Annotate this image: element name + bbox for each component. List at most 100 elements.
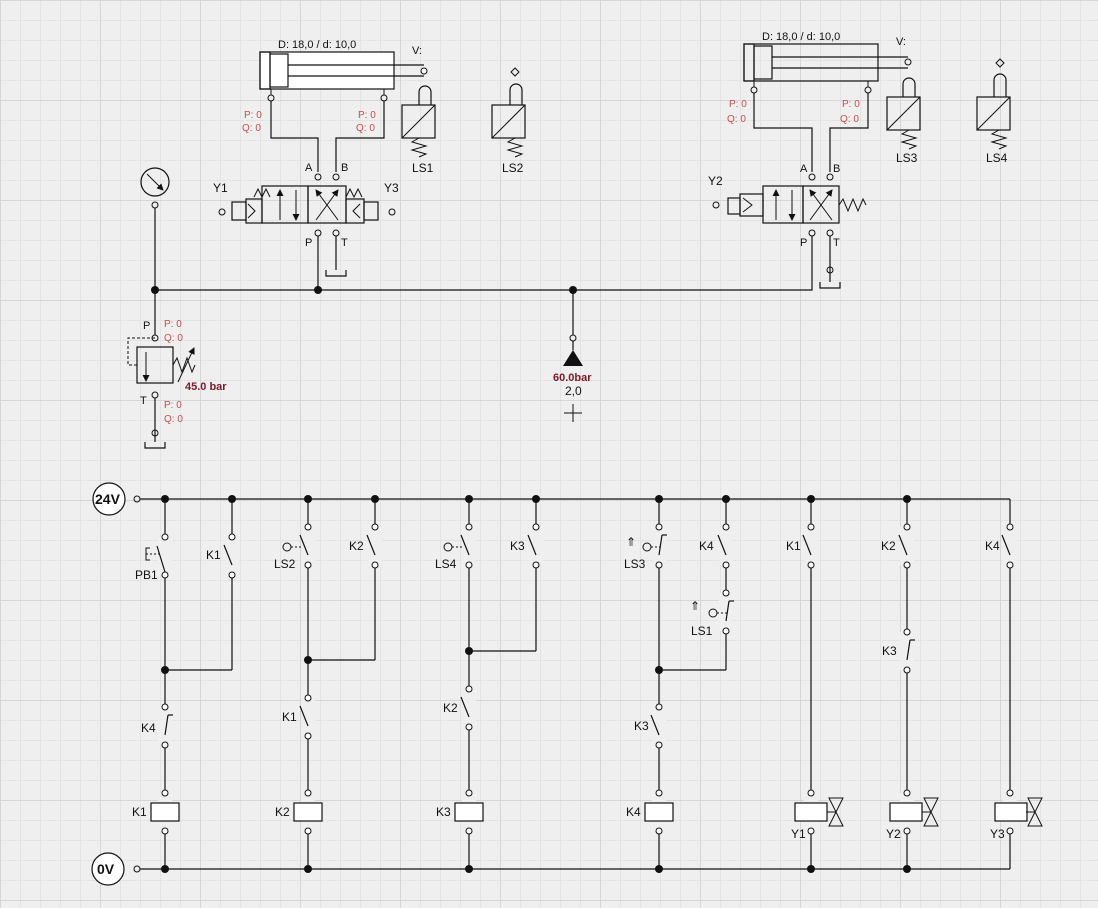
relief-p-out: P: 0 [164,400,182,411]
cylinder-1[interactable]: D: 18,0 / d: 10,0 V: P: 0 Q: 0 P: 0 Q: 0 [242,39,428,134]
relief-p-in: P: 0 [164,319,182,330]
k4-y3-label: K4 [985,539,1000,553]
limit-switch-ls2[interactable]: LS2 [491,67,526,175]
ls3-arrow-icon: ⇑ [626,535,636,549]
contact-k4-y3[interactable]: K4 [985,523,1017,569]
ls1-arrow-icon: ⇑ [690,599,700,613]
ls1-contact-label: LS1 [691,624,713,638]
solenoid-y1-label: Y1 [791,827,806,841]
solenoid-y1[interactable]: Y1 [791,789,844,841]
k3-rung4-label: K3 [634,719,649,733]
k3-seal-label: K3 [510,539,525,553]
ls2-contact-label: LS2 [274,557,296,571]
relief-q-out: Q: 0 [164,414,183,425]
rail-24v-label: 24V [95,491,121,507]
valve-1[interactable]: Y1 Y3 A B P T [213,162,399,249]
pump-flow: 2,0 [565,384,582,398]
coil-k1[interactable]: K1 [132,789,180,835]
contact-k1-rung2[interactable]: K1 [282,694,315,740]
hydraulic-pump[interactable]: 60.0bar 2,0 [553,334,592,422]
coil-k4[interactable]: K4 [626,789,674,835]
valve1-y3: Y3 [384,181,399,195]
cyl2-left-p: P: 0 [729,99,747,110]
k1-y1-label: K1 [786,539,801,553]
contact-k1-y1[interactable]: K1 [786,523,818,569]
limit-switch-ls1[interactable]: LS1 [401,85,436,175]
cylinder-2-dims: D: 18,0 / d: 10,0 [762,31,840,43]
valve2-port-p: P [800,237,807,249]
solenoid-y2-label: Y2 [886,827,901,841]
cyl2-right-p: P: 0 [842,99,860,110]
k2-y2-label: K2 [881,539,896,553]
k4-nc-label: K4 [141,721,156,735]
contact-ls1[interactable]: ⇑ LS1 [690,589,734,638]
ls1-label: LS1 [412,161,434,175]
cylinder-1-velocity: V: [412,45,422,57]
contact-k4-a[interactable]: K4 [699,523,733,569]
relief-port-t: T [140,395,147,407]
cyl1-right-q: Q: 0 [356,123,375,134]
contact-ls2[interactable]: LS2 [274,523,315,571]
valve2-port-t: T [833,237,840,249]
relief-port-p: P [143,320,150,332]
pressure-gauge[interactable] [140,167,170,209]
ls4-contact-label: LS4 [435,557,457,571]
coil-k1-label: K1 [132,805,147,819]
k4-a-label: K4 [699,539,714,553]
contact-k2-seal[interactable]: K2 [349,523,382,569]
cylinder-2-velocity: V: [896,36,906,48]
cyl1-left-p: P: 0 [244,110,262,121]
k2-seal-label: K2 [349,539,364,553]
coil-k2[interactable]: K2 [275,789,323,835]
ls2-label: LS2 [502,161,524,175]
rail-0v-label: 0V [97,861,115,877]
relief-q-in: Q: 0 [164,333,183,344]
contact-ls3[interactable]: ⇑ LS3 [624,523,667,571]
rail-24v: 24V [92,482,1011,525]
valve1-port-p: P [305,237,312,249]
contact-k3-rung4[interactable]: K3 [634,703,666,749]
contact-k3-seal[interactable]: K3 [510,523,543,569]
contact-k2-rung3[interactable]: K2 [443,685,476,731]
contact-pb1[interactable]: PB1 [135,533,172,582]
valve1-port-t: T [341,237,348,249]
ls3-label: LS3 [896,151,918,165]
cyl1-left-q: Q: 0 [242,123,261,134]
ls4-label: LS4 [986,151,1008,165]
coil-k2-label: K2 [275,805,290,819]
rail-0v: 0V [91,842,1011,886]
valve1-port-a: A [305,162,313,174]
k3-nc-y2-label: K3 [882,644,897,658]
coil-k4-label: K4 [626,805,641,819]
cyl1-right-p: P: 0 [358,110,376,121]
valve1-port-b: B [341,162,348,174]
relief-valve[interactable]: P T 45.0 bar P: 0 Q: 0 P: 0 Q: 0 [127,319,227,425]
contact-k3-nc-y2[interactable]: K3 [882,628,915,674]
contact-k1-seal[interactable]: K1 [206,533,239,579]
cylinder-1-dims: D: 18,0 / d: 10,0 [278,39,356,51]
cyl2-right-q: Q: 0 [840,114,859,125]
solenoid-y2[interactable]: Y2 [886,789,939,841]
contact-k2-y2[interactable]: K2 [881,523,914,569]
coil-k3-label: K3 [436,805,451,819]
valve-2[interactable]: Y2 A B P T [708,163,867,249]
relief-setting: 45.0 bar [185,381,227,393]
coil-k3[interactable]: K3 [436,789,484,835]
valve2-port-b: B [833,163,840,175]
contact-k4-nc[interactable]: K4 [141,703,173,749]
ls3-contact-label: LS3 [624,557,646,571]
limit-switch-ls4[interactable]: LS4 [976,58,1011,165]
limit-switch-ls3[interactable]: LS3 [886,77,921,165]
cylinder-2[interactable]: D: 18,0 / d: 10,0 V: P: 0 Q: 0 P: 0 Q: 0 [727,31,912,125]
pump-pressure: 60.0bar [553,372,592,384]
k2-rung3-label: K2 [443,701,458,715]
cyl2-left-q: Q: 0 [727,114,746,125]
solenoid-y3-label: Y3 [990,827,1005,841]
contact-ls4[interactable]: LS4 [435,523,476,571]
valve2-port-a: A [800,163,808,175]
k1-rung2-label: K1 [282,710,297,724]
k1-seal-label: K1 [206,548,221,562]
solenoid-y3[interactable]: Y3 [990,789,1043,841]
